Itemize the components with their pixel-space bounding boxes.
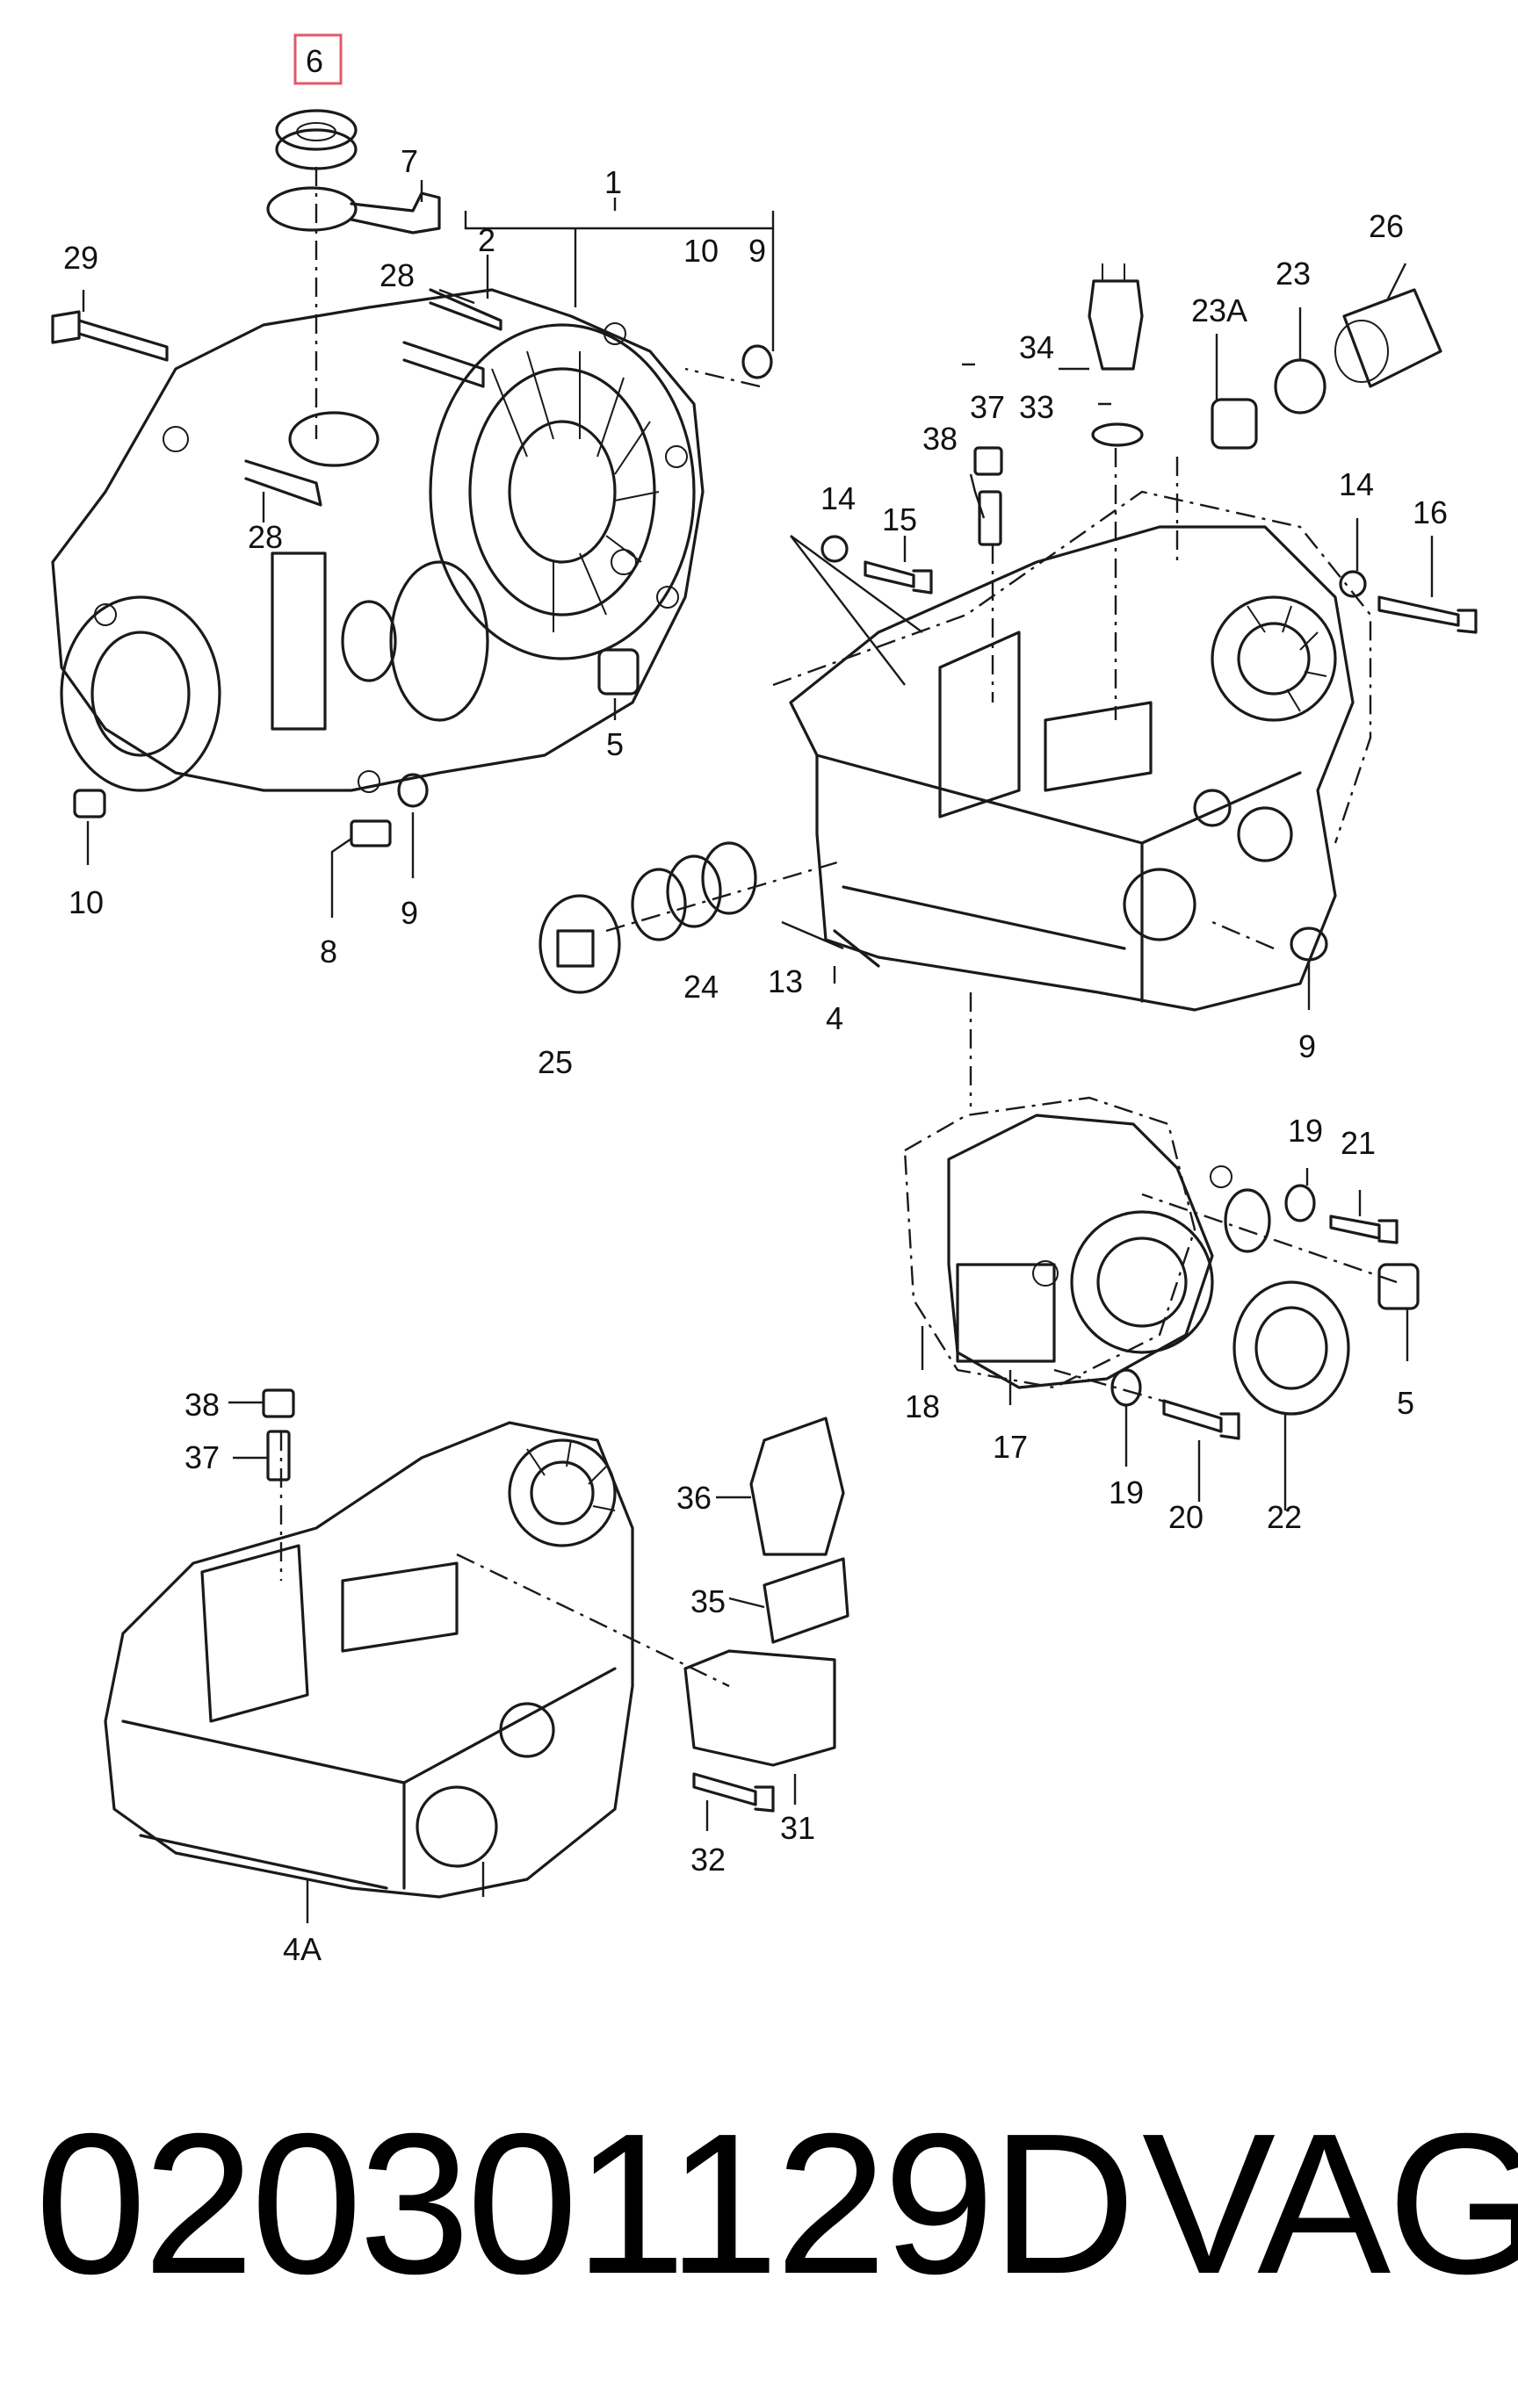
part-number: 020301129D: [35, 2093, 1136, 2316]
label-16: 16: [1413, 494, 1448, 530]
label-19a: 19: [1288, 1113, 1323, 1149]
label-38b: 38: [184, 1387, 220, 1423]
label-34: 34: [1019, 329, 1054, 365]
label-9a: 9: [748, 233, 766, 269]
gearbox-housing: [772, 490, 1372, 1012]
label-5b: 5: [1397, 1385, 1414, 1421]
label-19b: 19: [1109, 1474, 1144, 1510]
clutch-housing: [51, 288, 705, 793]
label-29: 29: [63, 240, 98, 276]
label-2: 2: [478, 222, 495, 258]
label-38a: 38: [922, 421, 958, 457]
label-32: 32: [690, 1842, 726, 1878]
label-33: 33: [1019, 389, 1054, 425]
label-8: 8: [320, 934, 337, 970]
label-23: 23: [1276, 256, 1311, 292]
label-13: 13: [768, 963, 803, 999]
label-20: 20: [1168, 1499, 1204, 1535]
highlight-box: [293, 33, 343, 85]
leader-lines: [82, 167, 1434, 1923]
label-6: 6: [306, 43, 323, 79]
label-10b: 10: [69, 884, 104, 920]
label-14a: 14: [820, 480, 856, 516]
label-7: 7: [401, 143, 418, 179]
label-37b: 37: [184, 1439, 220, 1475]
gearbox-housing-4a: [104, 1421, 634, 1899]
label-10a: 10: [683, 233, 719, 269]
label-5a: 5: [606, 726, 624, 762]
label-1: 1: [604, 164, 622, 200]
label-23a: 23A: [1191, 292, 1247, 328]
label-15: 15: [882, 501, 917, 537]
footer: 020301129D VAG: [0, 2090, 1518, 2354]
label-14b: 14: [1339, 466, 1374, 502]
label-37a: 37: [970, 389, 1005, 425]
label-9c: 9: [1298, 1028, 1316, 1064]
label-28a: 28: [380, 257, 415, 293]
brand-name: VAG: [1142, 2093, 1518, 2316]
part-labels: 6 7 1 2 10 9 29 28 28 5 10 9 8 25 24 13 …: [63, 43, 1448, 1967]
label-4: 4: [826, 1000, 843, 1036]
label-9b: 9: [401, 895, 418, 931]
final-drive-cover: [903, 1096, 1232, 1389]
label-21: 21: [1341, 1125, 1376, 1161]
label-24: 24: [683, 969, 719, 1005]
label-28b: 28: [248, 519, 283, 555]
label-4a: 4A: [283, 1931, 322, 1967]
label-26: 26: [1369, 208, 1404, 244]
label-36: 36: [676, 1480, 712, 1516]
label-31: 31: [780, 1810, 815, 1846]
label-22: 22: [1267, 1499, 1302, 1535]
label-17: 17: [993, 1429, 1028, 1465]
label-25: 25: [538, 1044, 573, 1080]
small-parts: [51, 109, 1478, 1813]
label-18: 18: [905, 1388, 940, 1424]
label-35: 35: [690, 1583, 726, 1619]
